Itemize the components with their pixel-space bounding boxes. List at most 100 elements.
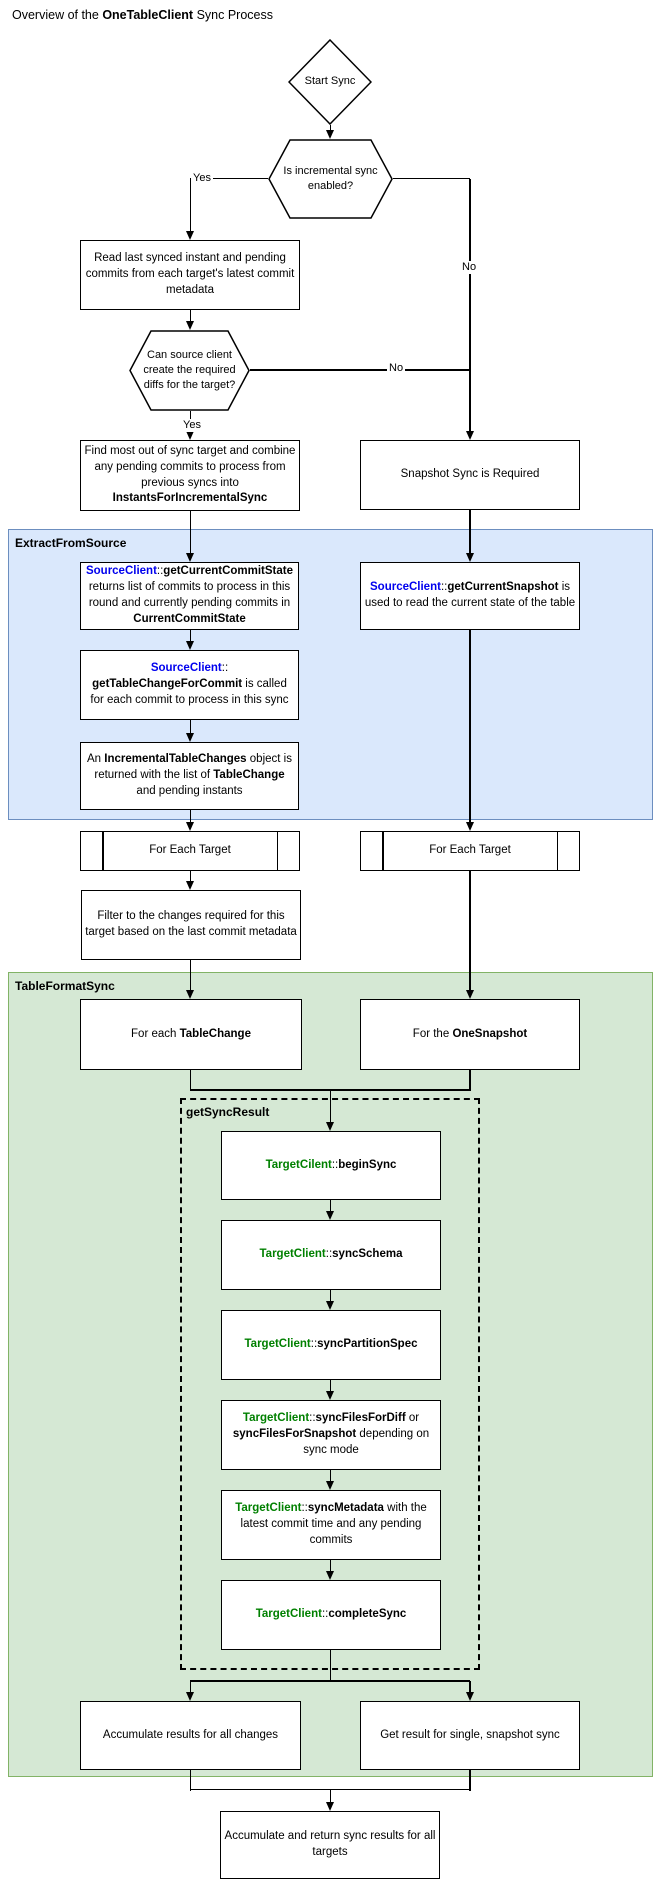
text-segment: TargetClient: [259, 1248, 326, 1261]
text-segment: returns list of commits to process in th…: [88, 581, 291, 609]
node-label: TargetClient::syncPartitionSpec: [245, 1337, 418, 1353]
text-segment: ::: [325, 1248, 333, 1261]
connector-line: [329, 1560, 332, 1572]
node-label: SourceClient::getCurrentCommitState retu…: [84, 564, 295, 627]
text-segment: SourceClient: [370, 581, 441, 594]
connector-line: [469, 179, 471, 432]
node-label: SourceClient::getCurrentSnapshot is used…: [364, 580, 576, 612]
node-get-current-snapshot: SourceClient::getCurrentSnapshot is used…: [360, 562, 580, 630]
arrowhead: [326, 1481, 334, 1490]
text-segment: An: [87, 753, 105, 766]
node-label: Find most out of sync target and combine…: [84, 444, 296, 507]
node-label: TargetClient::syncMetadata with the late…: [225, 1501, 437, 1549]
node-label: Get result for single, snapshot sync: [380, 1728, 560, 1744]
arrowhead: [326, 1211, 334, 1220]
arrowhead: [326, 1802, 334, 1811]
connector-line: [329, 1650, 332, 1682]
node-get-single-result: Get result for single, snapshot sync: [360, 1701, 580, 1770]
text-segment: TargetClient: [255, 1608, 322, 1621]
node-snapshot-required: Snapshot Sync is Required: [360, 440, 580, 510]
text-segment: beginSync: [338, 1158, 397, 1171]
text-segment: or: [405, 1412, 420, 1425]
connector-line: [189, 310, 192, 322]
arrowhead: [326, 1122, 334, 1131]
node-label: For Each Target: [149, 843, 231, 859]
connector-line: [250, 369, 470, 371]
hex-shape: [129, 330, 250, 411]
connector-line: [329, 1470, 332, 1482]
node-sync-partition-spec: TargetClient::syncPartitionSpec: [221, 1310, 441, 1380]
text-segment: Is incremental sync enabled?: [283, 164, 378, 192]
arrowhead: [326, 1391, 334, 1400]
container-label: ExtractFromSource: [15, 536, 127, 550]
text-segment: getCurrentCommitState: [163, 565, 294, 578]
connector-line: [329, 1090, 332, 1123]
node-label: Accumulate and return sync results for a…: [224, 1829, 436, 1861]
arrowhead: [465, 990, 474, 999]
node-label: Is incremental sync enabled?: [268, 164, 393, 194]
text-segment: object is returned with the list of: [94, 753, 292, 782]
connector-line: [469, 510, 471, 554]
connector-line: [189, 511, 192, 554]
node-sync-schema: TargetClient::syncSchema: [221, 1220, 441, 1290]
node-label: An IncrementalTableChanges object is ret…: [84, 752, 295, 800]
title-suffix: Sync Process: [193, 8, 273, 22]
arrowhead: [465, 1692, 474, 1701]
connector-line: [469, 1681, 471, 1693]
text-segment: For Each Target: [429, 844, 511, 857]
page-title: Overview of the OneTableClient Sync Proc…: [12, 8, 273, 22]
text-segment: syncFilesForDiff: [315, 1412, 406, 1425]
node-get-current-commit-state: SourceClient::getCurrentCommitState retu…: [80, 562, 299, 630]
node-label: For Each Target: [429, 843, 511, 859]
connector-line: [469, 1770, 471, 1791]
node-label: SourceClient::getTableChangeForCommit is…: [84, 661, 295, 709]
text-segment: For each: [131, 1027, 180, 1040]
node-label: Can source client create the required di…: [129, 348, 250, 394]
node-incremental-table-changes: An IncrementalTableChanges object is ret…: [80, 742, 299, 810]
arrowhead: [326, 1571, 334, 1580]
text-segment: Filter to the changes required for this …: [85, 910, 297, 938]
node-get-table-change-for-commit: SourceClient::getTableChangeForCommit is…: [80, 650, 299, 720]
text-segment: is used to read the current state of the…: [364, 581, 576, 609]
node-filter-changes: Filter to the changes required for this …: [81, 890, 301, 960]
text-segment: depending on sync mode: [303, 1428, 430, 1456]
text-segment: TargetClient: [242, 1412, 310, 1425]
connector-line: [190, 1680, 470, 1682]
text-segment: Start Sync: [304, 75, 356, 88]
edge-label-no: No: [460, 261, 479, 274]
arrowhead: [186, 431, 194, 440]
text-segment: with the latest commit time and any pend…: [240, 1502, 427, 1546]
edge-label-yes: Yes: [191, 172, 213, 185]
arrowhead: [186, 321, 194, 330]
text-segment: syncPartitionSpec: [317, 1338, 418, 1351]
text-segment: ::: [310, 1338, 318, 1351]
arrowhead: [186, 822, 194, 831]
arrowhead: [326, 1301, 334, 1310]
container-label: getSyncResult: [186, 1105, 270, 1119]
text-segment: syncMetadata: [307, 1502, 384, 1515]
connector-line: [189, 630, 192, 642]
node-begin-sync: TargetCilent::beginSync: [221, 1131, 441, 1200]
text-segment: Get result for single, snapshot sync: [380, 1728, 560, 1741]
text-segment: Accumulate and return sync results for a…: [224, 1830, 436, 1858]
text-segment: syncFilesForSnapshot: [232, 1428, 357, 1441]
subroutine-bar: [276, 832, 278, 870]
edge-label-no: No: [387, 362, 406, 375]
node-label: For each TableChange: [131, 1027, 251, 1043]
text-segment: InstantsForIncrementalSync: [112, 492, 268, 505]
text-segment: Read last synced instant and pending com…: [85, 252, 295, 296]
text-segment: TargetCilent: [265, 1158, 332, 1171]
title-prefix: Overview of the: [12, 8, 103, 22]
connector-line: [190, 1788, 470, 1791]
connector-line: [189, 179, 192, 232]
node-for-each-target-right: For Each Target: [360, 831, 580, 871]
node-label: Accumulate results for all changes: [103, 1728, 278, 1744]
text-segment: and pending instants: [136, 784, 243, 797]
node-complete-sync: TargetClient::completeSync: [221, 1580, 441, 1650]
text-segment: SourceClient: [85, 565, 157, 578]
text-segment: TargetClient: [235, 1502, 302, 1515]
node-label: TargetClient::syncFilesForDiff or syncFi…: [225, 1411, 437, 1459]
connector-line: [329, 1789, 332, 1803]
text-segment: OneSnapshot: [452, 1027, 528, 1040]
